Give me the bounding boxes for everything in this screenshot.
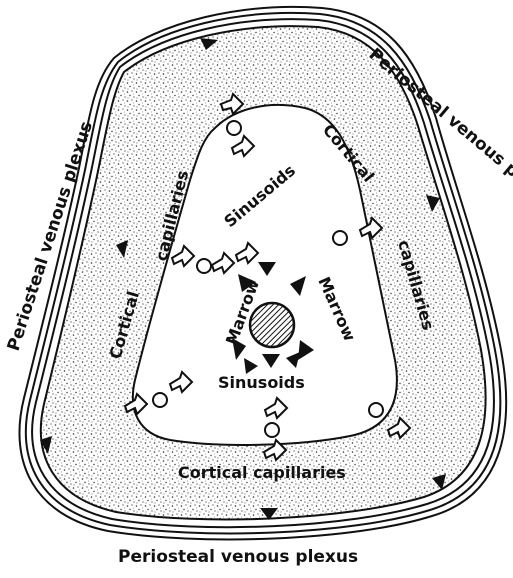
capillary-circle [197,259,211,273]
label-cortical-capillaries-bottom: Cortical capillaries [178,463,346,482]
label-periosteal-bottom: Periosteal venous plexus [118,547,358,567]
label-sinusoids-bottom: Sinusoids [218,373,305,392]
capillary-circle [227,121,241,135]
capillary-circle [333,231,347,245]
central-vessel [250,303,294,347]
capillary-circle [369,403,383,417]
capillary-circle [265,423,279,437]
capillary-circle [153,393,167,407]
